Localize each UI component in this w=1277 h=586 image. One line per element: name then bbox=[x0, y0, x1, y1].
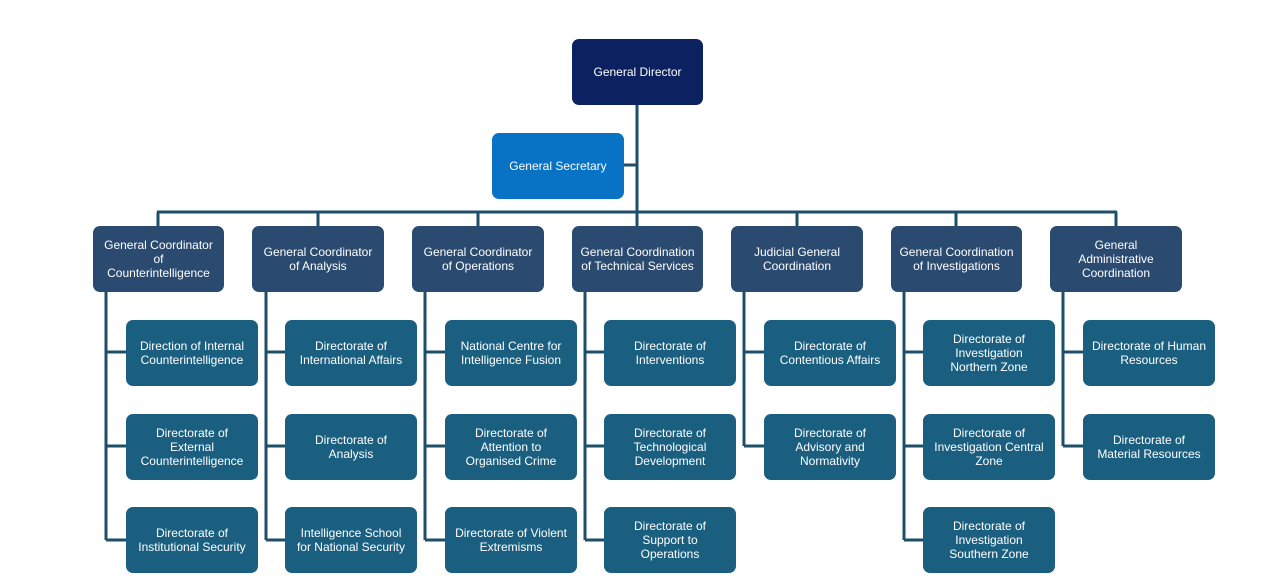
coordination-technical-services: General Coordination of Technical Servic… bbox=[572, 226, 703, 292]
general-secretary-box: General Secretary bbox=[492, 133, 624, 199]
unit-material-resources: Directorate of Material Resources bbox=[1083, 414, 1215, 480]
coordinator-counterintelligence: General Coordinator of Counterintelligen… bbox=[93, 226, 224, 292]
unit-investigation-southern: Directorate of Investigation Southern Zo… bbox=[923, 507, 1055, 573]
unit-external-counterintelligence: Directorate of External Counterintellige… bbox=[126, 414, 258, 480]
unit-violent-extremisms: Directorate of Violent Extremisms bbox=[445, 507, 577, 573]
unit-investigation-central: Directorate of Investigation Central Zon… bbox=[923, 414, 1055, 480]
unit-organised-crime: Directorate of Attention to Organised Cr… bbox=[445, 414, 577, 480]
general-director-box: General Director bbox=[572, 39, 703, 105]
coordination-administrative: General Administrative Coordination bbox=[1050, 226, 1182, 292]
unit-intelligence-school: Intelligence School for National Securit… bbox=[285, 507, 417, 573]
unit-intelligence-fusion: National Centre for Intelligence Fusion bbox=[445, 320, 577, 386]
coordinator-analysis: General Coordinator of Analysis bbox=[252, 226, 384, 292]
coordination-investigations: General Coordination of Investigations bbox=[891, 226, 1022, 292]
unit-international-affairs: Directorate of International Affairs bbox=[285, 320, 417, 386]
unit-internal-counterintelligence: Direction of Internal Counterintelligenc… bbox=[126, 320, 258, 386]
unit-advisory-normativity: Directorate of Advisory and Normativity bbox=[764, 414, 896, 480]
unit-analysis: Directorate of Analysis bbox=[285, 414, 417, 480]
unit-interventions: Directorate of Interventions bbox=[604, 320, 736, 386]
unit-investigation-northern: Directorate of Investigation Northern Zo… bbox=[923, 320, 1055, 386]
unit-technological-development: Directorate of Technological Development bbox=[604, 414, 736, 480]
coordination-judicial: Judicial General Coordination bbox=[731, 226, 863, 292]
unit-contentious-affairs: Directorate of Contentious Affairs bbox=[764, 320, 896, 386]
coordinator-operations: General Coordinator of Operations bbox=[412, 226, 544, 292]
unit-human-resources: Directorate of Human Resources bbox=[1083, 320, 1215, 386]
unit-institutional-security: Directorate of Institutional Security bbox=[126, 507, 258, 573]
unit-support-to-operations: Directorate of Support to Operations bbox=[604, 507, 736, 573]
